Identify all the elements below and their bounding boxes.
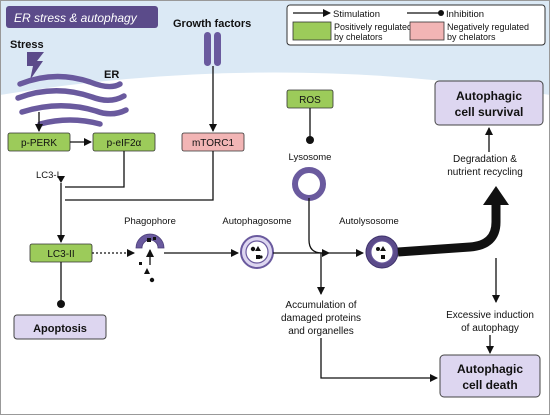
- cargo-square-icon: [147, 238, 151, 242]
- p-perk-label: p-PERK: [21, 138, 57, 149]
- cargo-square-icon-2: [153, 237, 156, 240]
- title-banner: [6, 6, 158, 28]
- accumulation-line1: Accumulation of: [285, 300, 356, 311]
- line-mtorc1-to-lc3: [65, 151, 214, 201]
- legend-negative-swatch: [409, 21, 445, 41]
- legend-positive-swatch: [292, 21, 332, 41]
- thick-arrow-to-survival: [397, 203, 501, 257]
- legend-positive-line2: by chelators: [334, 32, 383, 42]
- phagophore-membrane-icon: [135, 233, 165, 249]
- lightning-bolt-icon: [27, 52, 44, 80]
- arrow-peif2a-to-lc3: [65, 151, 125, 188]
- cargo-triangle-icon: [144, 268, 150, 274]
- mtorc1-label: mTORC1: [192, 138, 234, 149]
- inhibition-dot-lysosome: [306, 136, 314, 144]
- legend-stimulation-label: Stimulation: [333, 9, 380, 20]
- degradation-line2: nutrient recycling: [447, 167, 523, 178]
- lc3-ii-label: LC3-II: [47, 249, 74, 260]
- lysosome-label: Lysosome: [289, 152, 332, 163]
- cargo-dot-icon: [149, 277, 155, 283]
- ros-label: ROS: [299, 95, 321, 106]
- er-membrane-icon: [15, 73, 129, 127]
- excessive-line2: of autophagy: [461, 323, 519, 334]
- apoptosis-box: [13, 314, 107, 340]
- survival-line1: Autophagic: [456, 89, 522, 103]
- arrow-lysosome-to-autolysosome: [308, 198, 323, 254]
- degradation-line1: Degradation &: [453, 154, 517, 165]
- cargo-square-icon-3: [139, 262, 142, 265]
- connectors: [35, 66, 500, 382]
- autolysosome-label: Autolysosome: [339, 216, 399, 227]
- autolysosome-cargo-triangle: [380, 246, 386, 251]
- arrowhead-lc3-join: [57, 176, 65, 183]
- arrow-accumulation-to-death: [320, 338, 438, 382]
- thick-arrowhead-icon: [483, 186, 509, 205]
- legend: Stimulation Inhibition Positively regula…: [286, 4, 546, 46]
- arrowhead-lysosome-join: [322, 249, 330, 257]
- autophagosome-inner-icon: [245, 240, 269, 264]
- death-line2: cell death: [462, 378, 517, 392]
- p-eif2a-label: p-eIF2α: [107, 138, 142, 149]
- legend-inhibition-label: Inhibition: [446, 9, 484, 20]
- autophagosome-cargo-triangle: [255, 246, 261, 251]
- apoptosis-label: Apoptosis: [33, 323, 87, 335]
- accumulation-line2: damaged proteins: [281, 313, 361, 324]
- lysosome-ring-icon: [292, 167, 326, 201]
- title-text: ER stress & autophagy: [14, 11, 138, 25]
- survival-line2: cell survival: [455, 105, 524, 119]
- growth-factors-label: Growth factors: [173, 18, 251, 30]
- phagophore-label: Phagophore: [124, 216, 176, 227]
- autolysosome-inner-icon: [370, 240, 394, 264]
- er-label: ER: [104, 69, 119, 81]
- inhibition-dot-apoptosis: [57, 300, 65, 308]
- legend-negative-line2: by chelators: [447, 32, 496, 42]
- receptor-left-icon: [204, 32, 211, 66]
- autolysosome-cargo-dot: [376, 247, 380, 251]
- stress-label: Stress: [10, 39, 44, 51]
- autophagosome-cargo-dot-2: [259, 255, 263, 259]
- excessive-line1: Excessive induction: [446, 310, 534, 321]
- autophagosome-label: Autophagosome: [222, 216, 291, 227]
- lc3-i-label: LC3-I: [36, 170, 59, 181]
- legend-inhibition-dot: [438, 10, 444, 16]
- death-line1: Autophagic: [457, 362, 523, 376]
- legend-positive-line1: Positively regulated: [334, 22, 412, 32]
- legend-negative-line1: Negatively regulated: [447, 22, 529, 32]
- autophagosome-cargo-square: [256, 255, 260, 259]
- autophagic-death-box: [439, 354, 541, 398]
- receptor-right-icon: [214, 32, 221, 66]
- autophagic-survival-box: [434, 80, 544, 126]
- accumulation-line3: and organelles: [288, 326, 354, 337]
- autolysosome-cargo-square: [381, 255, 385, 259]
- autophagosome-cargo-dot: [250, 246, 256, 252]
